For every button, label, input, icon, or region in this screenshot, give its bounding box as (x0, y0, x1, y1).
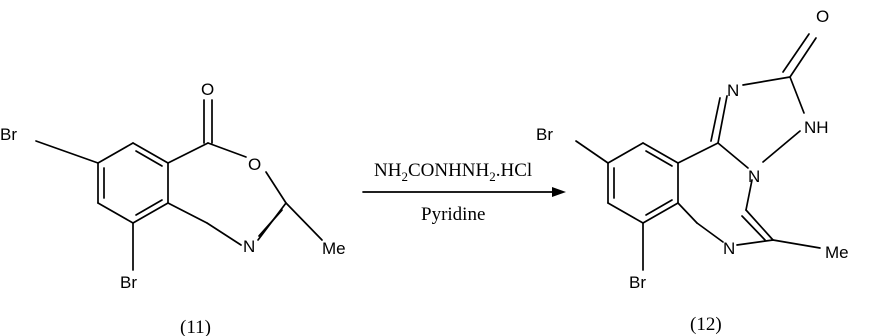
bond (206, 222, 242, 246)
bond-inner (135, 150, 163, 167)
atom-oxygen: O (816, 7, 829, 26)
atom-nitrogen: N (243, 237, 255, 256)
reagent-label: NH2CONHNH2.HCl (374, 160, 532, 184)
atom-nh: NH (804, 118, 829, 137)
atom-oxygen-ring: O (248, 155, 261, 174)
bond (132, 202, 169, 224)
bond-inner (645, 199, 673, 216)
atom-n-fused: N (748, 167, 760, 186)
bond-inner (135, 199, 163, 216)
bond (736, 239, 774, 246)
arrow-head (552, 187, 566, 197)
bond-inner (741, 215, 766, 241)
bond (642, 202, 679, 224)
atom-br-bottom: Br (120, 273, 137, 292)
reactant-structure: Br Br O O N Me (11) (0, 80, 346, 336)
bond (742, 76, 791, 86)
bond-inner (710, 97, 721, 142)
bond-inner (645, 150, 673, 167)
bond (167, 142, 209, 164)
reaction-arrow-group: NH2CONHNH2.HCl Pyridine (362, 160, 566, 225)
bond (607, 142, 644, 164)
atom-br-top: Br (536, 125, 553, 144)
bond-br (575, 140, 609, 164)
bond (207, 142, 247, 158)
atom-br-top: Br (0, 125, 17, 144)
atom-br-bottom: Br (629, 273, 646, 292)
bond (642, 142, 679, 164)
bond (696, 222, 724, 243)
atom-n-ring: N (723, 239, 735, 258)
atom-methyl: Me (825, 243, 849, 262)
bond-carbonyl (789, 37, 817, 78)
bond (762, 130, 801, 163)
atom-oxygen-carbonyl: O (201, 80, 214, 99)
bond (97, 202, 134, 224)
solvent-label: Pyridine (421, 204, 485, 225)
bond (677, 202, 698, 224)
bond-br (35, 140, 99, 164)
bond (789, 76, 805, 114)
bond (607, 202, 644, 224)
atom-methyl: Me (322, 239, 346, 258)
bond-carbonyl (782, 33, 810, 73)
bond-methyl (772, 239, 821, 249)
bond (745, 179, 753, 211)
bond (265, 171, 287, 204)
bond (132, 142, 169, 164)
bond (167, 202, 208, 224)
bond (677, 142, 719, 164)
product-label: (12) (690, 314, 722, 335)
bond-inner (258, 209, 283, 237)
reactant-label: (11) (180, 317, 211, 336)
bond-methyl (285, 202, 323, 241)
product-structure: Br Br O N NH N N Me (12) (536, 7, 849, 335)
bond (717, 95, 728, 144)
bond (97, 142, 134, 164)
bond (745, 209, 774, 241)
atom-n-triazole: N (727, 81, 739, 100)
bond (717, 142, 749, 169)
